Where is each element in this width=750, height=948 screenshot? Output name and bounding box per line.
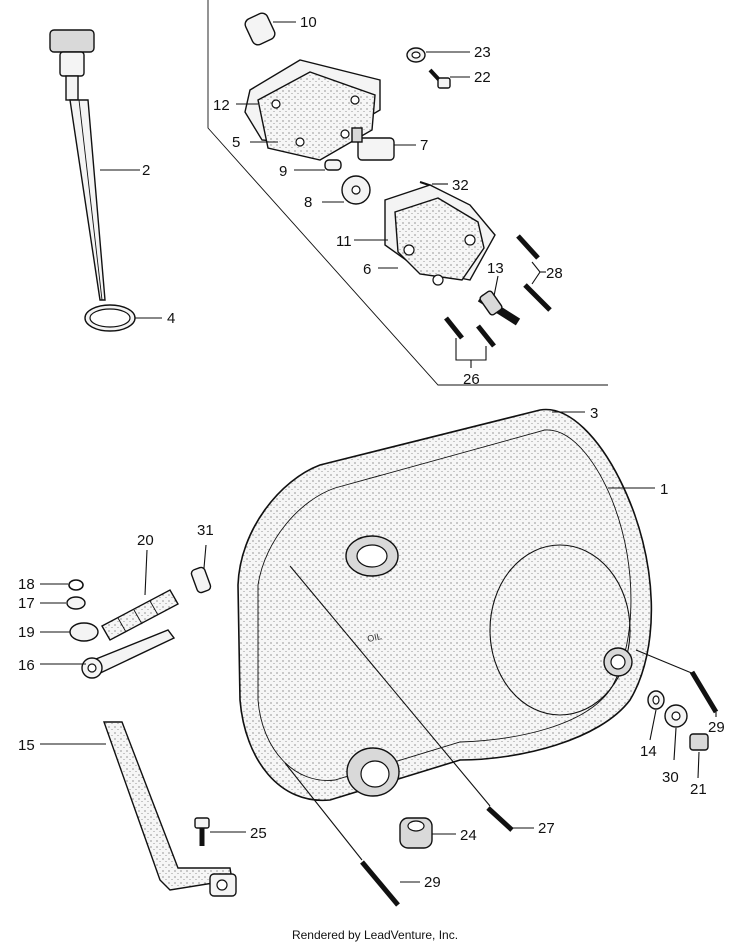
circlip-part — [68, 579, 84, 591]
pin-part — [324, 159, 342, 171]
callout-18: 18 — [18, 576, 35, 593]
footer-credit: Rendered by LeadVenture, Inc. — [291, 928, 459, 942]
callout-17: 17 — [18, 595, 35, 612]
callout-29-bottom: 29 — [424, 874, 441, 891]
callout-11: 11 — [336, 233, 352, 250]
callout-29-side: 29 — [708, 719, 725, 736]
pedal-part — [103, 721, 237, 897]
callout-21: 21 — [690, 781, 707, 798]
shaft-part — [101, 589, 179, 641]
stud-part — [477, 290, 521, 326]
spring-part — [69, 622, 99, 642]
callout-15: 15 — [18, 737, 35, 754]
callout-23: 23 — [474, 44, 491, 61]
screw-pair-part — [444, 316, 496, 348]
callout-28: 28 — [546, 265, 563, 282]
callout-24: 24 — [460, 827, 477, 844]
bottom-bolt-part — [360, 860, 400, 907]
callout-32: 32 — [452, 177, 469, 194]
side-bolt-part — [689, 670, 719, 714]
svg-text:OIL: OIL — [366, 631, 382, 644]
callout-14: 14 — [640, 743, 657, 760]
dowel-pin-part — [190, 566, 212, 594]
callout-2: 2 — [142, 162, 150, 179]
callout-4: 4 — [167, 310, 175, 327]
pump-cover-part — [394, 197, 485, 281]
callout-30: 30 — [662, 769, 679, 786]
callout-25: 25 — [250, 825, 267, 842]
oil-pump-group-border — [207, 0, 608, 386]
crankcase-cover-part: OIL — [237, 408, 653, 802]
callout-6: 6 — [363, 261, 371, 278]
callout-5: 5 — [232, 134, 240, 151]
cap-nut-part — [399, 817, 433, 849]
pedal-bolt-part — [194, 817, 210, 846]
callout-31: 31 — [197, 522, 214, 539]
callout-1: 1 — [660, 481, 668, 498]
callout-labels: 1 2 3 4 5 6 7 8 9 10 11 12 13 14 15 16 1 — [18, 14, 725, 891]
inner-rotor-part — [341, 175, 371, 205]
o-ring-inner — [89, 308, 131, 328]
dipstick-part — [49, 29, 106, 301]
callout-19: 19 — [18, 624, 35, 641]
callout-26: 26 — [463, 371, 480, 388]
outer-rotor-part — [351, 127, 395, 161]
long-bolt-part — [486, 806, 514, 832]
callout-9: 9 — [279, 163, 287, 180]
callout-12: 12 — [213, 97, 230, 114]
callout-13: 13 — [487, 260, 504, 277]
pump-body-part — [257, 71, 376, 161]
lever-arm-part — [81, 629, 176, 679]
bolt-part — [428, 68, 451, 89]
callout-8: 8 — [304, 194, 312, 211]
callout-16: 16 — [18, 657, 35, 674]
bolt-pair-part — [516, 234, 552, 312]
callout-22: 22 — [474, 69, 491, 86]
collar-part — [244, 12, 276, 46]
callout-20: 20 — [137, 532, 154, 549]
washer-small-part — [66, 596, 86, 610]
callout-10: 10 — [300, 14, 317, 31]
callout-3: 3 — [590, 405, 598, 422]
callout-27: 27 — [538, 820, 555, 837]
callout-7: 7 — [420, 137, 428, 154]
hex-nut-part — [689, 733, 709, 751]
